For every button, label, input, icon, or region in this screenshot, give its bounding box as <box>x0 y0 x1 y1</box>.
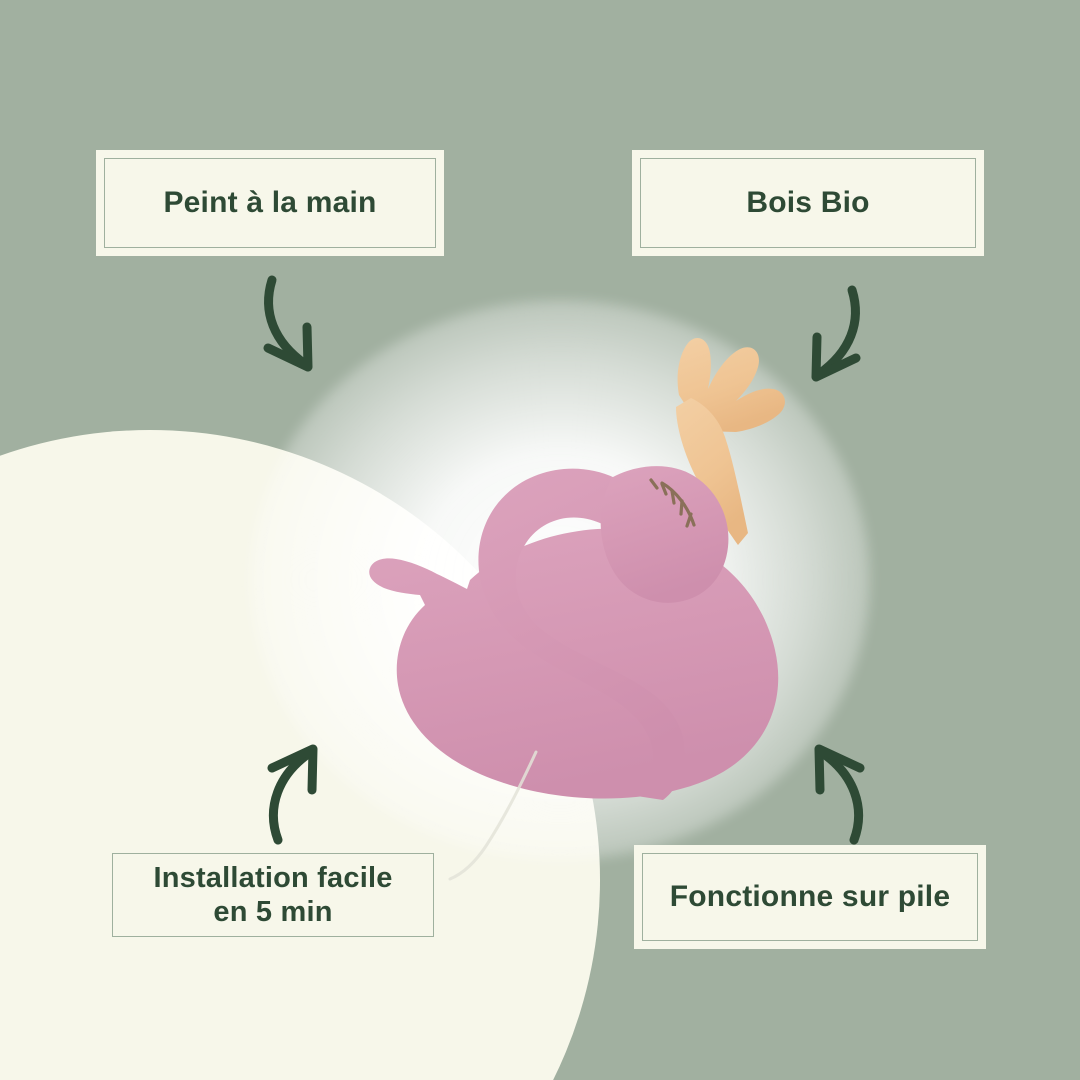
label-text: Bois Bio <box>746 186 870 220</box>
label-peint-a-la-main: Peint à la main <box>96 150 444 256</box>
swan-illustration <box>270 295 830 815</box>
label-bois-bio: Bois Bio <box>632 150 984 256</box>
label-installation-facile: Installation facile en 5 min <box>104 845 442 945</box>
swan-neck <box>478 468 685 800</box>
label-text: Installation facile en 5 min <box>153 861 393 928</box>
swan-head <box>600 466 729 603</box>
swan-closed-eye-icon <box>649 478 696 528</box>
label-fonctionne-sur-pile: Fonctionne sur pile <box>634 845 986 949</box>
swan-beak <box>676 398 748 545</box>
label-text: Peint à la main <box>163 186 377 220</box>
label-text: Fonctionne sur pile <box>669 880 951 914</box>
